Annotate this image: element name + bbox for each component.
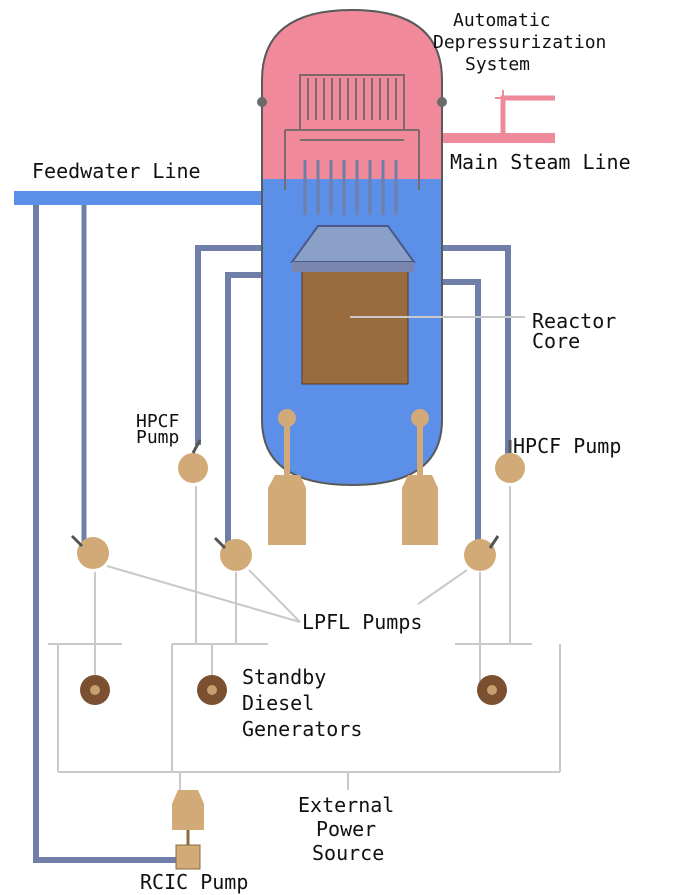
reactor-vessel [257,8,447,487]
internal-pump-left [278,409,296,475]
lpfl-label: LPFL Pumps [302,610,422,634]
flange-right [437,97,447,107]
lpfl-pump-middle [213,536,252,571]
external-power-label-2: Power [316,817,376,841]
external-power-label-3: Source [312,841,384,865]
diesel-label-3: Generators [242,717,362,741]
ads-pipe [500,95,555,135]
rcic-label: RCIC Pump [140,870,248,894]
internal-pump-right [411,409,429,475]
diesel-label-1: Standby [242,665,326,689]
vessel-outline [261,8,443,487]
steam-dryer [284,74,420,190]
steam-separators [303,160,398,215]
rcic-turbine [172,790,204,830]
lpfl-pump-left [70,534,109,569]
flange-left [257,97,267,107]
feedwater-label: Feedwater Line [32,159,201,183]
ads-label-line-1: Automatic [453,10,551,31]
hpcf-right-label: HPCF Pump [513,434,621,458]
rcic-pump [175,844,201,870]
steam-region [262,10,442,179]
hpcf-left-pipe [195,245,262,445]
diesel-generator-3 [477,675,507,705]
diesel-generator-2 [197,675,227,705]
recirc-motor-left [268,475,306,545]
power-cabling [48,316,561,790]
external-power-label-1: External [298,793,394,817]
hpcf-pump-left [178,439,208,483]
lpfl-middle-pipe [225,272,275,545]
recirc-motor-right [402,475,438,545]
ads-valve [495,90,511,106]
core-top-plate [292,262,414,272]
reactor-core-label-2: Core [532,329,580,353]
ads-label-line-3: System [465,54,530,75]
diesel-generator-1 [80,675,110,705]
lpfl-pump-right [464,535,500,571]
piping-group [14,90,555,863]
main-steam-label: Main Steam Line [450,150,631,174]
hpcf-left-label-2: Pump [136,427,179,448]
diesel-label-2: Diesel [242,691,314,715]
reactor-core [301,269,409,385]
hpcf-pump-right [495,440,525,483]
hpcf-right-pipe [440,245,511,455]
lpfl-right-pipe [430,279,481,548]
main-steam-line [440,133,555,143]
reactor-core-label-1: Reactor [532,309,616,333]
feedwater-line [14,191,264,205]
ads-label-line-2: Depressurization [433,32,606,53]
rcic-pipe [33,205,178,863]
hpcf-left-label-1: HPCF [136,411,179,432]
